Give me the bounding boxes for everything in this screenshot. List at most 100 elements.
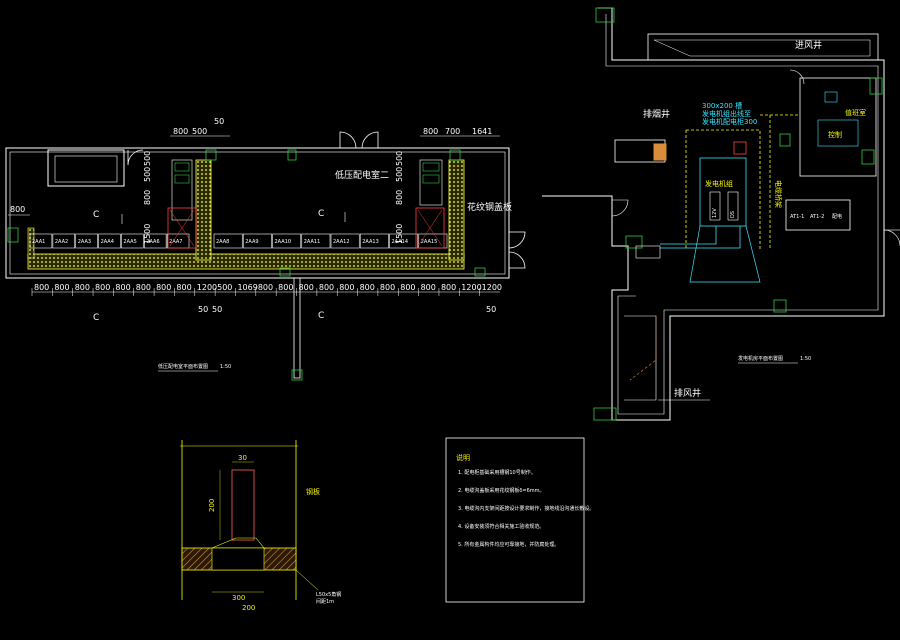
bottom-dim-value: 800 — [75, 283, 90, 292]
column-control-room — [861, 149, 875, 165]
section-marker-4: C — [318, 311, 324, 321]
right-tray-label: 电缆桥架 — [774, 180, 783, 208]
panel-tag-2: AT1-2 — [810, 214, 824, 220]
bottom-dim-value: 1200 — [461, 283, 481, 292]
bottom-small-dim-2: 50 — [212, 305, 222, 314]
cabinet-tag: 2AA4 — [101, 239, 114, 245]
bottom-dim-value: 800 — [441, 283, 456, 292]
door-gen-left-arc — [611, 199, 629, 217]
switchgear-cabinet — [272, 233, 302, 249]
door-swing-right-2 — [508, 251, 526, 269]
upright-cabinet-a — [171, 159, 193, 221]
column-top-1 — [287, 149, 297, 161]
bottom-dim-value: 1069 — [237, 283, 257, 292]
control-room-console — [817, 119, 859, 147]
bottom-dim-value: 800 — [54, 283, 69, 292]
column-left — [7, 227, 19, 243]
column-top-3 — [449, 149, 461, 161]
vdim-1: 800 — [143, 190, 152, 205]
vdim-7: 500 — [395, 151, 404, 166]
panel-tag-3: 配电 — [832, 213, 842, 220]
left-plan-small-room-inner — [54, 155, 118, 183]
control-room-equipment-small — [824, 91, 838, 103]
generator-label: 发电机组 — [705, 179, 733, 188]
generator-block-a — [709, 191, 721, 221]
section-dim-3: 300 — [232, 594, 245, 602]
left-plan-caption: 低压配电室平面布置图 — [158, 363, 208, 370]
cabinet-tag: 2AA15 — [421, 239, 438, 245]
bottom-small-dim-1: 50 — [198, 305, 208, 314]
wall-stub-below — [293, 277, 301, 379]
cabinet-tag: 2AA13 — [362, 239, 379, 245]
switchgear-cabinet — [121, 233, 144, 249]
cabinet-tag: 2AA12 — [333, 239, 350, 245]
cabinet-tag: 2AA3 — [78, 239, 91, 245]
exhaust-shaft-label: 排风井 — [674, 387, 701, 399]
top-dimensions-left: 800 500 50 — [170, 117, 230, 137]
column-gen-6 — [595, 7, 615, 23]
left-plan-inner-wall — [9, 151, 506, 275]
control-room — [799, 77, 877, 177]
section-dim-2: 200 — [208, 499, 216, 512]
transformer-left — [167, 207, 197, 249]
gen-room-inner-wall — [605, 14, 879, 415]
upright-cabinet-b-panel2 — [422, 174, 440, 184]
cabinet-tag: 2AA2 — [55, 239, 68, 245]
bottom-dim-value: 800 — [115, 283, 130, 292]
trench-bottom-run — [27, 253, 465, 270]
section-callout-2: 间距1m — [316, 598, 334, 605]
section-marker-1: C — [93, 210, 99, 220]
generator-block-b — [727, 191, 739, 221]
cabinet-tag: 2AA6 — [146, 239, 159, 245]
top-dim-left-3: 50 — [214, 117, 224, 126]
column-stub-end — [291, 369, 303, 381]
bottom-dim-value: 800 — [176, 283, 191, 292]
bottom-dim-value: 800 — [400, 283, 415, 292]
cable-note-line-2: 发电机组出线至 — [702, 109, 751, 118]
upright-cabinet-b — [419, 159, 443, 206]
column-gen-4 — [773, 299, 787, 313]
column-top-2 — [205, 149, 217, 161]
bottom-dim-value: 800 — [258, 283, 273, 292]
switchgear-cabinet — [29, 233, 53, 249]
fuel-tank-box — [733, 141, 747, 155]
transformer-right — [415, 207, 445, 249]
door-swing-top-right — [361, 131, 379, 149]
vdim-8: 1500 — [395, 224, 404, 244]
bottom-dim-value: 800 — [136, 283, 151, 292]
switchgear-cabinet — [143, 233, 167, 249]
vdim-2: 500 — [143, 167, 152, 182]
section-callout: L50x5角钢 — [316, 591, 341, 598]
top-dim-right-3: 1641 — [472, 127, 492, 136]
right-plan: 进风井 排烟井 排风井 值班室 控制 AT1-1 AT1-2 配电 发电机组 1… — [542, 7, 900, 421]
upright-cabinets-left — [167, 159, 197, 249]
left-plan-small-room — [47, 149, 125, 187]
trench-middle-run — [195, 159, 212, 261]
bottom-dim-value: 800 — [380, 283, 395, 292]
switchgear-cabinet — [98, 233, 121, 249]
door-gen-right-arc — [883, 229, 900, 247]
cabinet-tag: 2AA9 — [245, 239, 258, 245]
upright-cabinet-a-panel — [174, 162, 190, 172]
switchgear-cabinet — [301, 233, 331, 249]
cable-cyan-1 — [660, 226, 741, 249]
section-side-label: 钢板 — [306, 487, 320, 496]
section-marker-2: C — [318, 209, 324, 219]
door-control-arc — [789, 69, 805, 85]
wall-columns — [7, 149, 486, 277]
door-swing-right — [508, 231, 526, 249]
bottom-dim-value: 1200 — [482, 283, 502, 292]
cable-note-line-1: 300x200 槽 — [702, 101, 742, 110]
top-dim-right-2: 700 — [445, 127, 460, 136]
column-bottom-2 — [474, 267, 486, 277]
switchgear-cabinet — [52, 233, 76, 249]
top-dim-left-2: 500 — [192, 127, 207, 136]
bottom-dim-value: 800 — [156, 283, 171, 292]
control-equipment-label: 控制 — [828, 130, 842, 139]
note-item-5: 5. 所有金属构件均应可靠接地，并防腐处理。 — [458, 541, 559, 548]
section-detail: 30 200 300 200 钢板 L50x5角钢 间距1m — [180, 440, 341, 612]
trench-left-stub — [27, 227, 35, 259]
